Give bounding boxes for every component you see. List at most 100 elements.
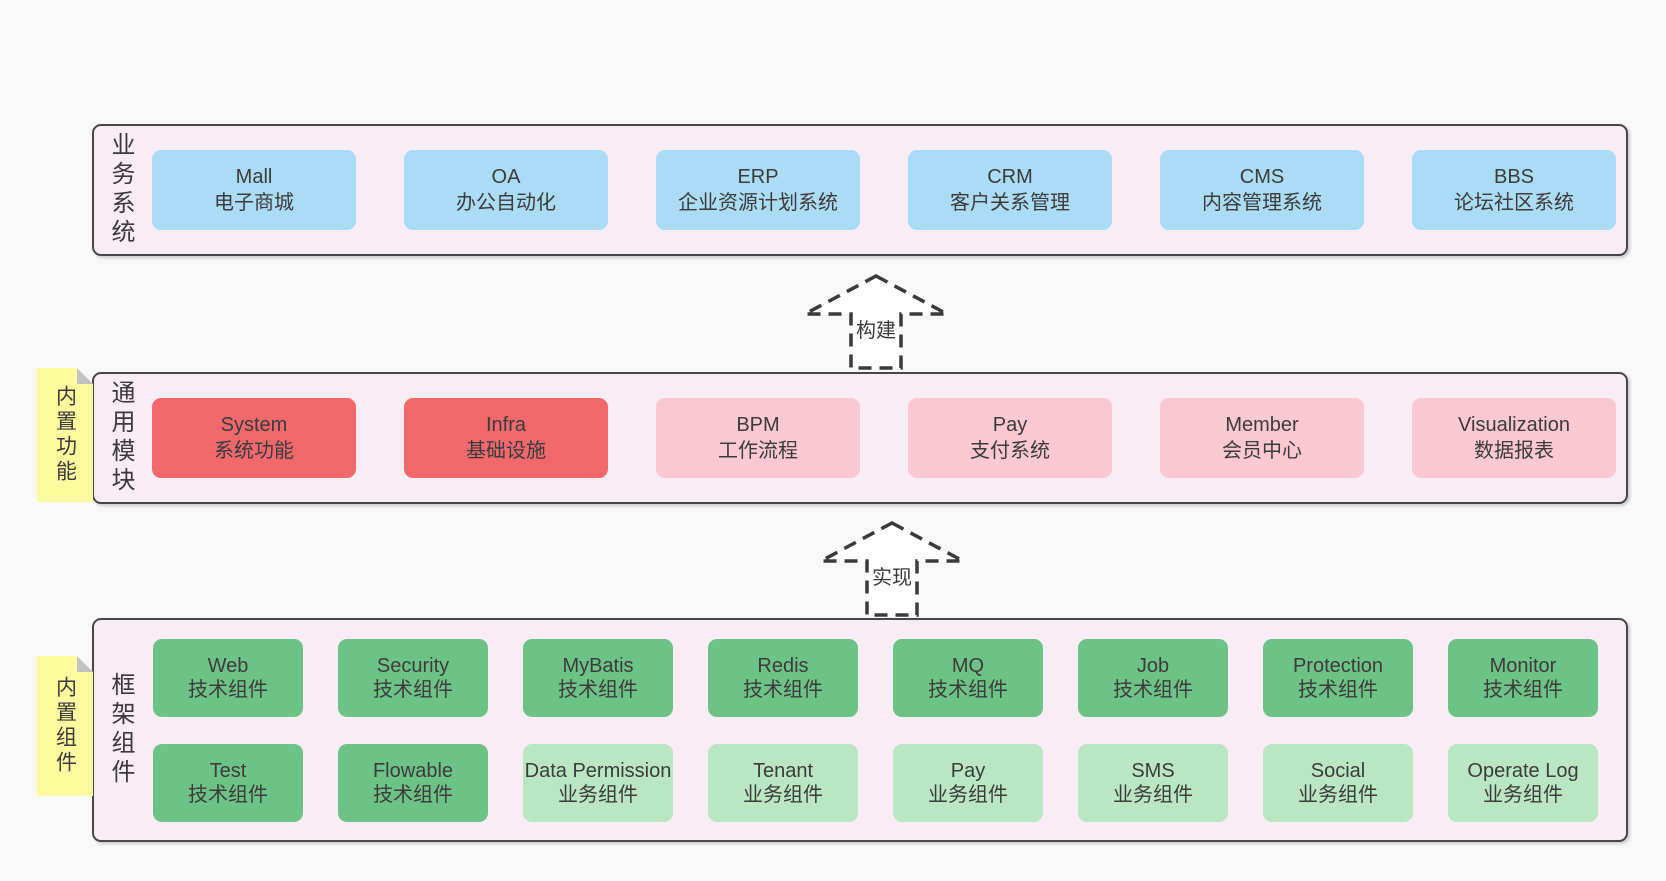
box-title: Operate Log	[1467, 759, 1579, 782]
box-title: Pay	[992, 414, 1028, 436]
box-title: Social	[1310, 759, 1366, 782]
box-data-permission: Data Permission 业务组件	[523, 743, 673, 822]
box-subtitle: 基础设施	[466, 440, 546, 462]
box-title: Tenant	[752, 759, 814, 782]
box-mall: Mall 电子商城	[152, 150, 356, 230]
box-title: CRM	[987, 166, 1033, 188]
box-subtitle: 技术组件	[373, 783, 453, 806]
box-title: System	[220, 414, 288, 436]
box-erp: ERP 企业资源计划系统	[656, 150, 860, 230]
box-protection: Protection 技术组件	[1263, 638, 1413, 717]
sticky-note-text: 内置组件	[53, 676, 77, 776]
box-pay-business: Pay 业务组件	[893, 743, 1043, 822]
band-framework-components: 框架组件 Web 技术组件 Security 技术组件 MyBatis 技术组件…	[92, 618, 1628, 842]
box-subtitle: 论坛社区系统	[1454, 192, 1574, 214]
box-subtitle: 支付系统	[970, 440, 1050, 462]
box-title: OA	[491, 166, 521, 188]
box-subtitle: 技术组件	[373, 678, 453, 701]
box-title: Member	[1225, 414, 1299, 436]
box-security: Security 技术组件	[338, 638, 488, 717]
box-title: BPM	[736, 414, 780, 436]
box-title: Job	[1136, 654, 1170, 677]
box-subtitle: 业务组件	[1483, 783, 1563, 806]
band-label-business-systems: 业务系统	[107, 132, 134, 248]
box-title: MyBatis	[562, 654, 634, 677]
box-subtitle: 客户关系管理	[950, 192, 1070, 214]
box-system: System 系统功能	[152, 398, 356, 478]
box-subtitle: 内容管理系统	[1202, 192, 1322, 214]
box-cms: CMS 内容管理系统	[1160, 150, 1364, 230]
folded-corner-icon	[77, 368, 93, 384]
box-bpm: BPM 工作流程	[656, 398, 860, 478]
box-subtitle: 数据报表	[1474, 440, 1554, 462]
business-systems-boxes: Mall 电子商城 OA 办公自动化 ERP 企业资源计划系统 CRM 客户关系…	[152, 126, 1620, 254]
box-subtitle: 系统功能	[214, 440, 294, 462]
box-tenant: Tenant 业务组件	[708, 743, 858, 822]
box-mq: MQ 技术组件	[893, 638, 1043, 717]
box-title: Visualization	[1458, 414, 1570, 436]
box-subtitle: 业务组件	[928, 783, 1008, 806]
box-title: SMS	[1131, 759, 1175, 782]
box-title: MQ	[951, 654, 985, 677]
box-crm: CRM 客户关系管理	[908, 150, 1112, 230]
box-subtitle: 电子商城	[214, 192, 294, 214]
arrow-implement: 实现	[817, 519, 967, 619]
box-title: Web	[207, 654, 249, 677]
box-title: Infra	[485, 414, 527, 436]
box-job: Job 技术组件	[1078, 638, 1228, 717]
framework-row-2: Test 技术组件 Flowable 技术组件 Data Permission …	[153, 743, 1620, 822]
framework-row-1: Web 技术组件 Security 技术组件 MyBatis 技术组件 Redi…	[153, 638, 1620, 717]
box-subtitle: 业务组件	[558, 783, 638, 806]
box-subtitle: 技术组件	[1483, 678, 1563, 701]
box-subtitle: 技术组件	[743, 678, 823, 701]
box-title: Redis	[757, 654, 809, 677]
sticky-note-text: 内置功能	[53, 385, 77, 485]
box-operate-log: Operate Log 业务组件	[1448, 743, 1598, 822]
arrow-build: 构建	[801, 272, 951, 372]
box-title: Mall	[235, 166, 273, 188]
box-subtitle: 业务组件	[1298, 783, 1378, 806]
arrow-label: 构建	[856, 320, 896, 342]
band-common-modules: 通用模块 System 系统功能 Infra 基础设施 BPM 工作流程 Pay…	[92, 372, 1628, 504]
box-title: Protection	[1292, 654, 1384, 677]
box-oa: OA 办公自动化	[404, 150, 608, 230]
box-visualization: Visualization 数据报表	[1412, 398, 1616, 478]
box-subtitle: 技术组件	[188, 678, 268, 701]
box-title: Data Permission	[524, 759, 672, 782]
band-label-common-modules: 通用模块	[107, 380, 134, 496]
folded-corner-icon	[77, 656, 93, 672]
box-subtitle: 技术组件	[1113, 678, 1193, 701]
box-subtitle: 办公自动化	[456, 192, 556, 214]
box-title: Security	[376, 654, 450, 677]
box-subtitle: 技术组件	[928, 678, 1008, 701]
sticky-note-built-in-features: 内置功能	[37, 368, 93, 502]
box-subtitle: 会员中心	[1222, 440, 1302, 462]
box-pay: Pay 支付系统	[908, 398, 1112, 478]
dashed-up-arrow-icon	[820, 521, 964, 617]
arrow-label: 实现	[872, 567, 912, 589]
box-title: BBS	[1493, 166, 1535, 188]
box-title: Pay	[950, 759, 986, 782]
box-infra: Infra 基础设施	[404, 398, 608, 478]
box-subtitle: 企业资源计划系统	[678, 192, 838, 214]
band-label-framework-components: 框架组件	[107, 672, 134, 788]
box-title: CMS	[1239, 166, 1285, 188]
box-subtitle: 技术组件	[558, 678, 638, 701]
box-title: ERP	[737, 166, 779, 188]
box-subtitle: 技术组件	[188, 783, 268, 806]
box-subtitle: 工作流程	[718, 440, 798, 462]
dashed-up-arrow-icon	[804, 274, 948, 370]
box-test: Test 技术组件	[153, 743, 303, 822]
box-member: Member 会员中心	[1160, 398, 1364, 478]
framework-components-rows: Web 技术组件 Security 技术组件 MyBatis 技术组件 Redi…	[153, 620, 1620, 840]
box-title: Test	[209, 759, 247, 782]
box-social: Social 业务组件	[1263, 743, 1413, 822]
box-title: Flowable	[372, 759, 454, 782]
sticky-note-built-in-components: 内置组件	[37, 656, 93, 796]
box-mybatis: MyBatis 技术组件	[523, 638, 673, 717]
box-sms: SMS 业务组件	[1078, 743, 1228, 822]
box-bbs: BBS 论坛社区系统	[1412, 150, 1616, 230]
box-subtitle: 业务组件	[1113, 783, 1193, 806]
band-business-systems: 业务系统 Mall 电子商城 OA 办公自动化 ERP 企业资源计划系统 CRM…	[92, 124, 1628, 256]
box-subtitle: 技术组件	[1298, 678, 1378, 701]
